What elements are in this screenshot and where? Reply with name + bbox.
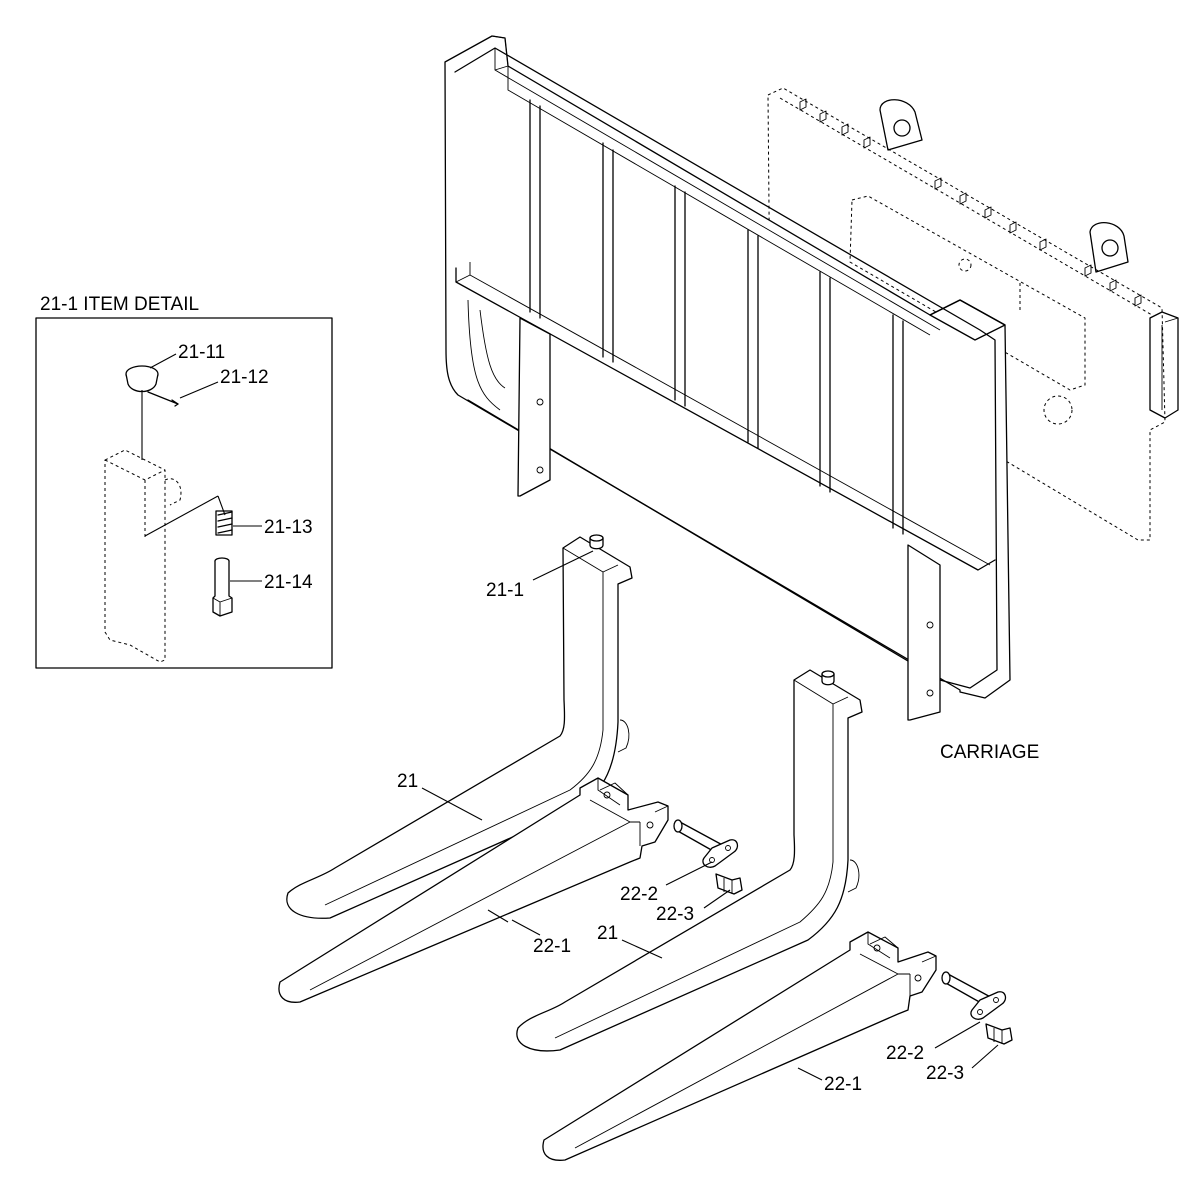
label-carriage: CARRIAGE <box>940 742 1039 763</box>
fork-21-a <box>286 534 633 919</box>
item-detail-box: 21-1 ITEM DETAIL <box>35 294 333 669</box>
label-21-11: 21-11 <box>178 342 225 363</box>
label-22-1-a: 22-1 <box>533 936 571 957</box>
label-22-3-a: 22-3 <box>656 904 694 925</box>
carriage-assembly <box>444 35 1179 721</box>
extension-pin-plate-b <box>941 971 1013 1045</box>
carriage-back-plate <box>767 87 1179 541</box>
detail-title: 21-1 ITEM DETAIL <box>40 294 199 315</box>
label-21-12: 21-12 <box>220 367 269 388</box>
fork-extension-22-1-b <box>542 931 937 1161</box>
labels: 21-1 21 22-1 22-2 22-3 21 22-2 22-3 22-1… <box>397 550 1039 1095</box>
label-21-1: 21-1 <box>486 580 524 601</box>
label-21-a: 21 <box>397 771 418 792</box>
detail-fork-heel <box>104 449 182 663</box>
label-22-2-a: 22-2 <box>620 884 658 905</box>
fork-extension-22-1-a <box>278 777 669 1003</box>
detail-pin-21-12 <box>147 391 179 407</box>
extension-pin-plate-a <box>673 819 743 895</box>
label-21-14: 21-14 <box>264 572 313 593</box>
label-22-1-b: 22-1 <box>824 1074 862 1095</box>
label-22-3-b: 22-3 <box>926 1063 964 1084</box>
label-21-b: 21 <box>597 923 618 944</box>
detail-spring-21-13 <box>144 495 233 537</box>
fork-21-b <box>516 669 863 1052</box>
label-21-13: 21-13 <box>264 517 313 538</box>
carriage-front-frame <box>444 35 1011 721</box>
detail-frame <box>35 317 333 669</box>
label-22-2-b: 22-2 <box>886 1043 924 1064</box>
detail-plunger-21-14 <box>212 557 233 617</box>
detail-cap-21-11 <box>125 365 159 460</box>
